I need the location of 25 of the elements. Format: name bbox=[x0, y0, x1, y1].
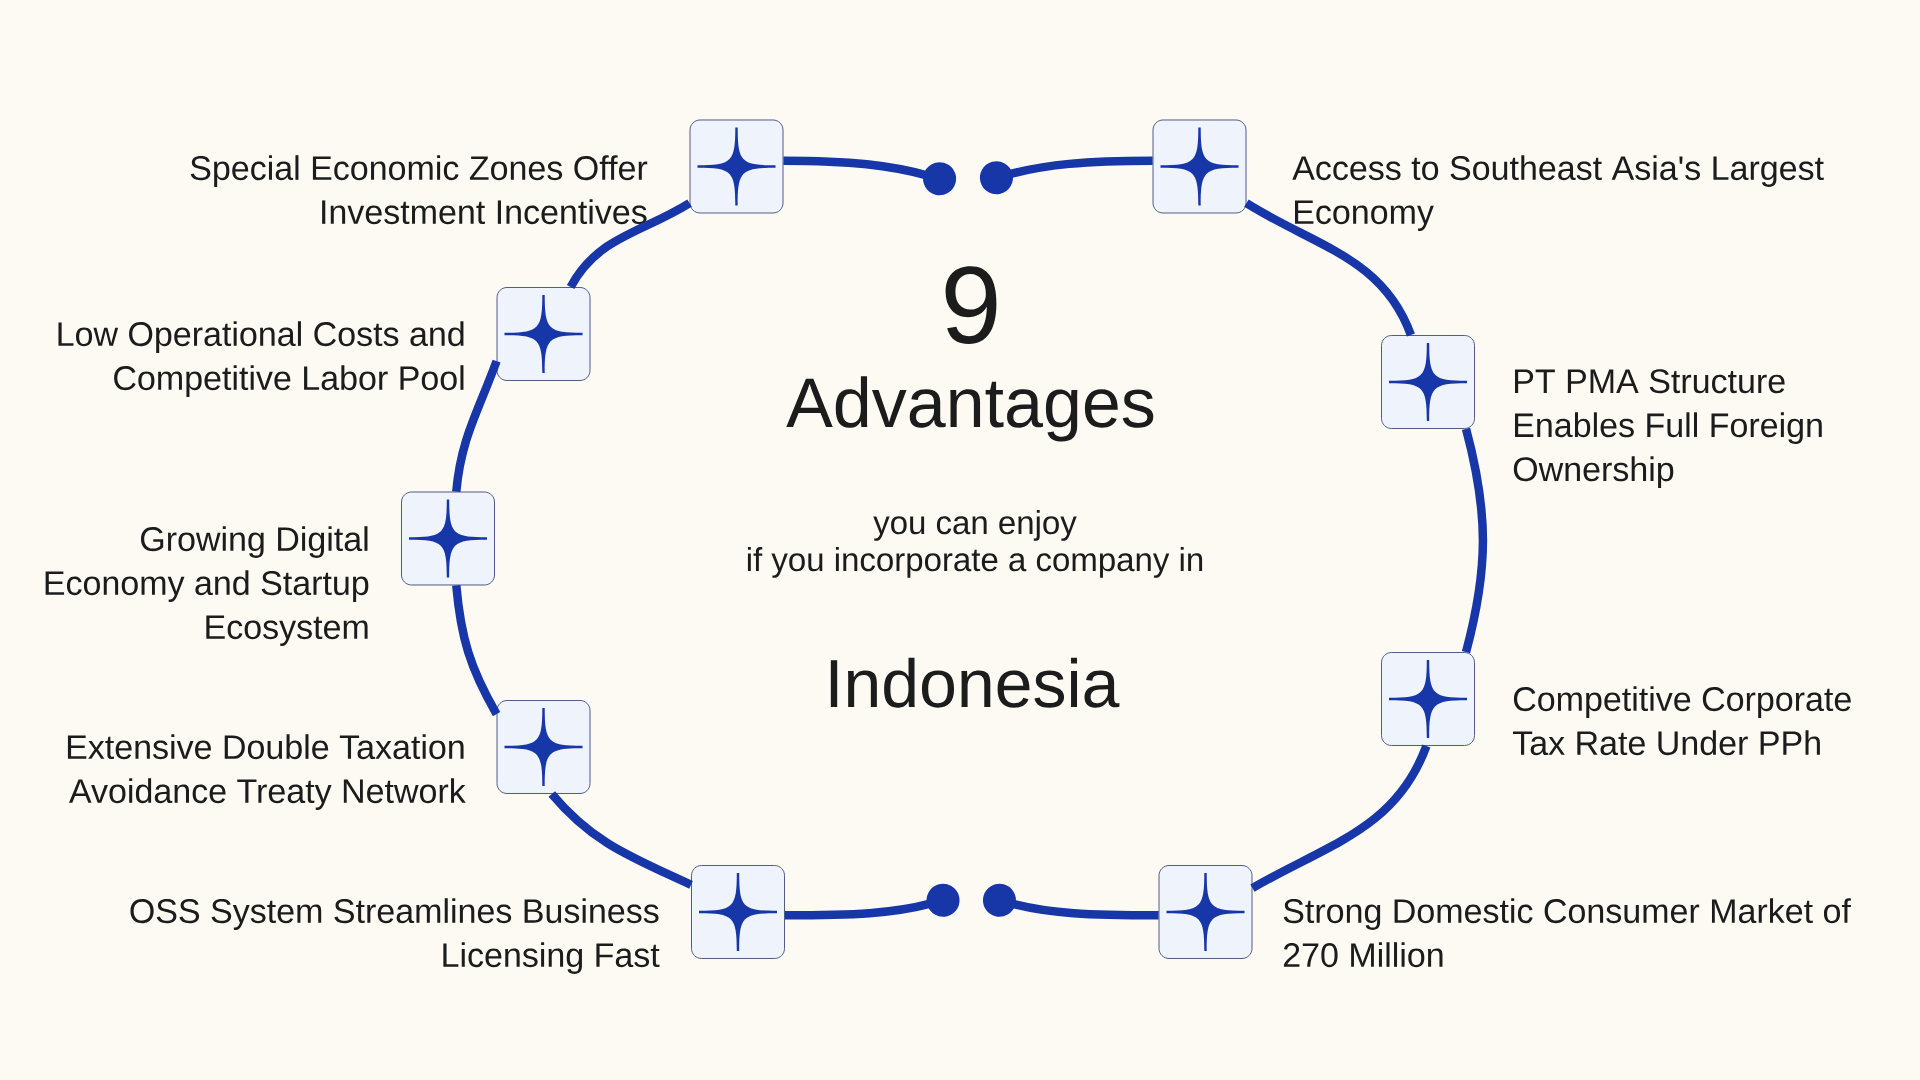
big-number: 9 bbox=[945, 266, 997, 345]
connector-line bbox=[982, 883, 1159, 920]
item-text: Extensive Double Taxation Avoidance Treaty Network bbox=[67, 734, 466, 810]
item-text: Special Economic Zones Offer Investment Incentives bbox=[190, 155, 648, 225]
subtitle: if you incorporate a company in bbox=[747, 547, 1203, 578]
heading: Advantages bbox=[786, 376, 1154, 442]
connector-line bbox=[783, 156, 957, 196]
item-text: Access to Southeast Asia's Largest Economy bbox=[1292, 155, 1824, 231]
connector-line bbox=[979, 156, 1153, 195]
heading: Indonesia bbox=[830, 657, 1120, 708]
connector-line bbox=[452, 359, 501, 492]
connector-line bbox=[548, 791, 693, 889]
connector-line bbox=[1244, 199, 1415, 337]
connector-line bbox=[1250, 744, 1431, 892]
item-text: PT PMA Structure Enables Full Foreign Ownership bbox=[1513, 369, 1822, 488]
item-text: Strong Domestic Consumer Market of 270 Million bbox=[1283, 898, 1851, 968]
item-text: Competitive Corporate Tax Rate Under PPh bbox=[1513, 686, 1851, 756]
connector-line bbox=[452, 585, 501, 717]
connector-line bbox=[784, 883, 960, 920]
subtitle: you can enjoy bbox=[873, 510, 1077, 541]
connector-line bbox=[567, 199, 692, 290]
connector-line bbox=[1461, 427, 1488, 654]
item-text: Low Operational Costs and Competitive Labor Pool bbox=[58, 321, 464, 397]
item-text: Growing Digital Economy and Startup Ecosystem bbox=[45, 526, 369, 646]
item-text: OSS System Streamlines Business Licensing Fast bbox=[130, 898, 660, 974]
